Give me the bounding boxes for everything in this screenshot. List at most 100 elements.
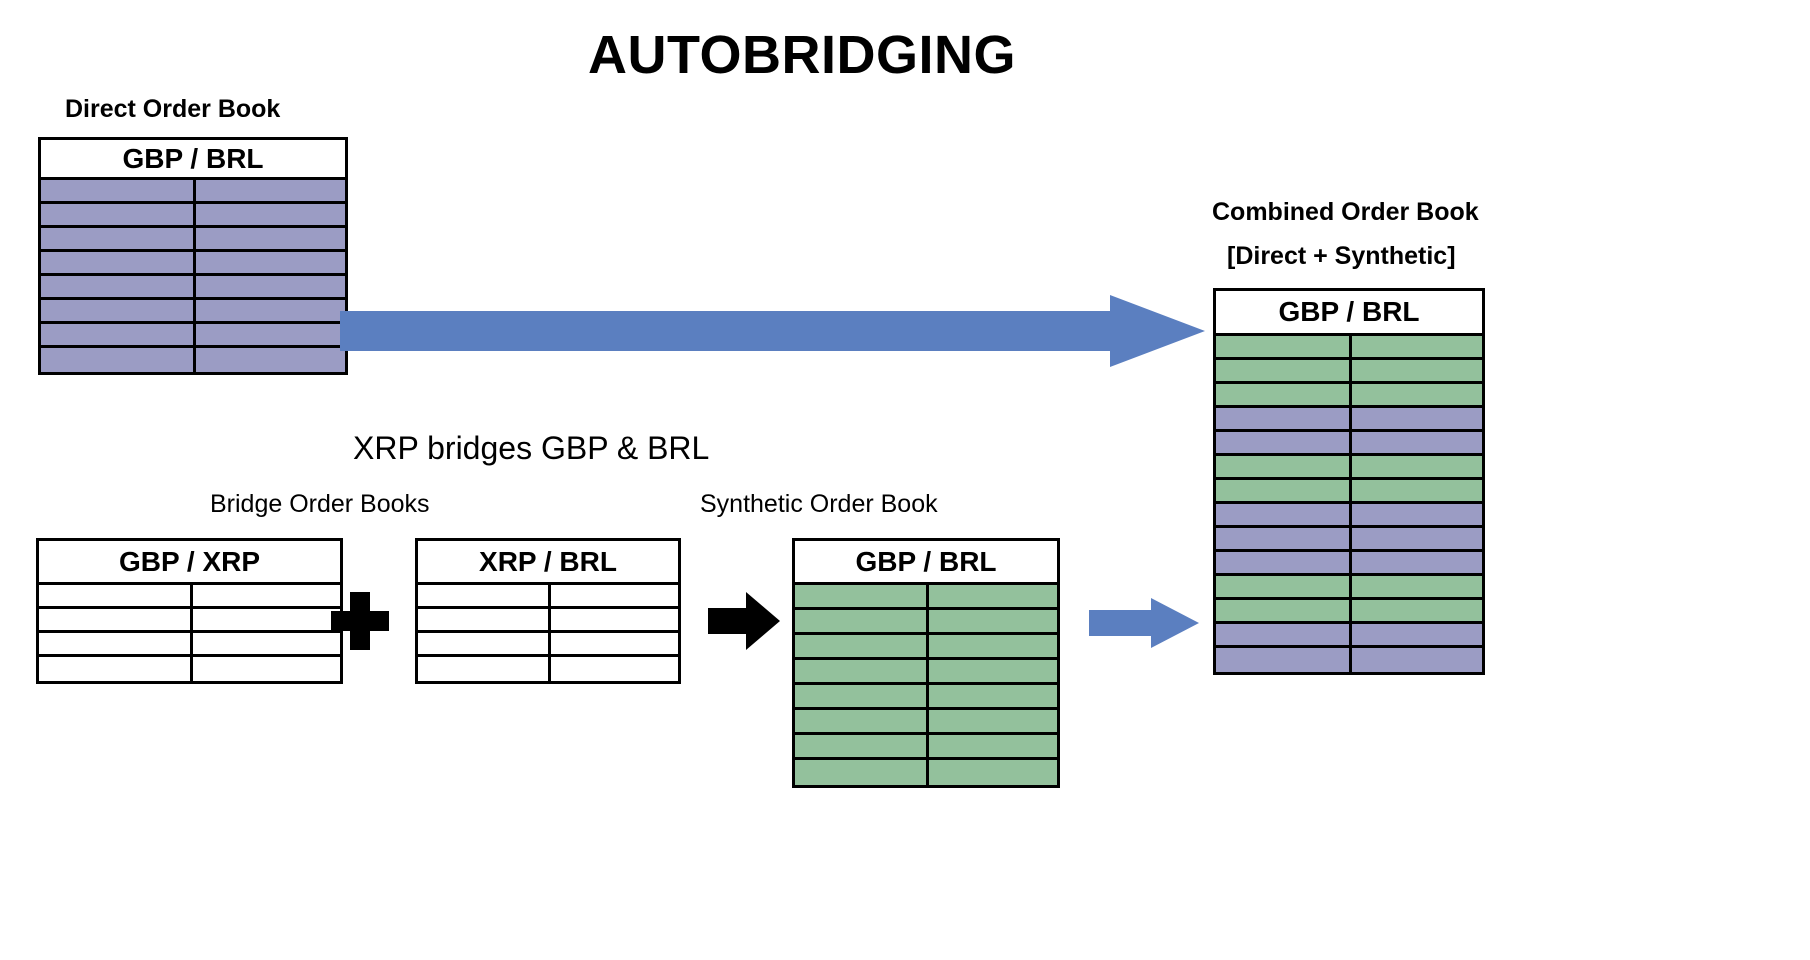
combined-order-book-rows bbox=[1216, 336, 1482, 672]
order-book-cell bbox=[41, 348, 193, 372]
order-book-row bbox=[1216, 576, 1482, 600]
order-book-cell bbox=[193, 276, 345, 297]
order-book-cell bbox=[193, 204, 345, 225]
order-book-cell bbox=[1349, 504, 1482, 525]
order-book-row bbox=[1216, 480, 1482, 504]
order-book-cell bbox=[548, 585, 678, 606]
order-book-cell bbox=[1349, 576, 1482, 597]
order-book-cell bbox=[926, 735, 1057, 757]
bridge-order-book-xrp-brl: XRP / BRL bbox=[415, 538, 681, 684]
direct-order-book-header: GBP / BRL bbox=[41, 140, 345, 180]
order-book-row bbox=[41, 228, 345, 252]
order-book-cell bbox=[795, 635, 926, 657]
order-book-cell bbox=[1349, 456, 1482, 477]
order-book-cell bbox=[418, 585, 548, 606]
order-book-row bbox=[41, 276, 345, 300]
order-book-cell bbox=[926, 610, 1057, 632]
order-book-cell bbox=[189, 657, 340, 681]
order-book-cell bbox=[548, 657, 678, 681]
order-book-cell bbox=[548, 633, 678, 654]
order-book-row bbox=[39, 633, 340, 657]
order-book-cell bbox=[1216, 576, 1349, 597]
order-book-row bbox=[1216, 336, 1482, 360]
combined-order-book-caption-line1: Combined Order Book bbox=[1212, 198, 1479, 226]
order-book-row bbox=[418, 609, 678, 633]
direct-order-book-table: GBP / BRL bbox=[38, 137, 348, 375]
direct-order-book-caption: Direct Order Book bbox=[65, 95, 281, 123]
synthetic-order-book-table: GBP / BRL bbox=[792, 538, 1060, 788]
order-book-cell bbox=[1349, 528, 1482, 549]
order-book-cell bbox=[418, 657, 548, 681]
order-book-cell bbox=[193, 300, 345, 321]
order-book-cell bbox=[1349, 600, 1482, 621]
order-book-row bbox=[418, 657, 678, 681]
order-book-row bbox=[1216, 456, 1482, 480]
combined-order-book-table: GBP / BRL bbox=[1213, 288, 1485, 675]
order-book-row bbox=[39, 609, 340, 633]
order-book-row bbox=[795, 610, 1057, 635]
order-book-cell bbox=[1349, 336, 1482, 357]
order-book-cell bbox=[41, 300, 193, 321]
order-book-row bbox=[41, 300, 345, 324]
order-book-row bbox=[41, 252, 345, 276]
order-book-row bbox=[1216, 360, 1482, 384]
order-book-row bbox=[41, 204, 345, 228]
order-book-cell bbox=[193, 180, 345, 201]
order-book-cell bbox=[1216, 360, 1349, 381]
order-book-cell bbox=[193, 228, 345, 249]
order-book-row bbox=[795, 635, 1057, 660]
order-book-cell bbox=[418, 633, 548, 654]
order-book-row bbox=[418, 585, 678, 609]
order-book-cell bbox=[795, 660, 926, 682]
order-book-row bbox=[1216, 600, 1482, 624]
order-book-cell bbox=[926, 760, 1057, 785]
order-book-cell bbox=[418, 609, 548, 630]
arrow-synthetic-to-combined bbox=[1089, 598, 1199, 648]
order-book-row bbox=[41, 324, 345, 348]
order-book-row bbox=[795, 660, 1057, 685]
order-book-row bbox=[39, 657, 340, 681]
order-book-cell bbox=[1216, 456, 1349, 477]
order-book-cell bbox=[1216, 504, 1349, 525]
order-book-row bbox=[41, 180, 345, 204]
order-book-cell bbox=[1349, 624, 1482, 645]
order-book-cell bbox=[189, 609, 340, 630]
order-book-row bbox=[795, 710, 1057, 735]
order-book-cell bbox=[193, 324, 345, 345]
order-book-cell bbox=[189, 633, 340, 654]
order-book-row bbox=[1216, 624, 1482, 648]
order-book-row bbox=[39, 585, 340, 609]
order-book-cell bbox=[1216, 336, 1349, 357]
order-book-cell bbox=[193, 348, 345, 372]
order-book-cell bbox=[926, 660, 1057, 682]
bridge-order-book-gbp-xrp: GBP / XRP bbox=[36, 538, 343, 684]
order-book-row bbox=[1216, 552, 1482, 576]
order-book-cell bbox=[41, 204, 193, 225]
bridge-order-book-gbp-xrp-header: GBP / XRP bbox=[39, 541, 340, 585]
order-book-cell bbox=[1216, 408, 1349, 429]
order-book-row bbox=[795, 685, 1057, 710]
combined-order-book-header: GBP / BRL bbox=[1216, 291, 1482, 336]
order-book-cell bbox=[1216, 384, 1349, 405]
arrow-bridge-to-synthetic bbox=[708, 592, 780, 650]
order-book-cell bbox=[926, 635, 1057, 657]
order-book-cell bbox=[1216, 600, 1349, 621]
bridge-order-book-gbp-xrp-rows bbox=[39, 585, 340, 681]
order-book-row bbox=[1216, 432, 1482, 456]
order-book-cell bbox=[189, 585, 340, 606]
bridge-order-book-xrp-brl-header: XRP / BRL bbox=[418, 541, 678, 585]
order-book-cell bbox=[795, 685, 926, 707]
bridge-headline: XRP bridges GBP & BRL bbox=[353, 430, 710, 466]
order-book-cell bbox=[1216, 624, 1349, 645]
synthetic-order-book-header: GBP / BRL bbox=[795, 541, 1057, 585]
order-book-row bbox=[795, 760, 1057, 785]
order-book-cell bbox=[1349, 408, 1482, 429]
order-book-cell bbox=[926, 685, 1057, 707]
order-book-row bbox=[1216, 528, 1482, 552]
order-book-cell bbox=[1349, 360, 1482, 381]
order-book-cell bbox=[926, 710, 1057, 732]
order-book-cell bbox=[1216, 480, 1349, 501]
order-book-cell bbox=[1216, 648, 1349, 672]
order-book-row bbox=[1216, 408, 1482, 432]
